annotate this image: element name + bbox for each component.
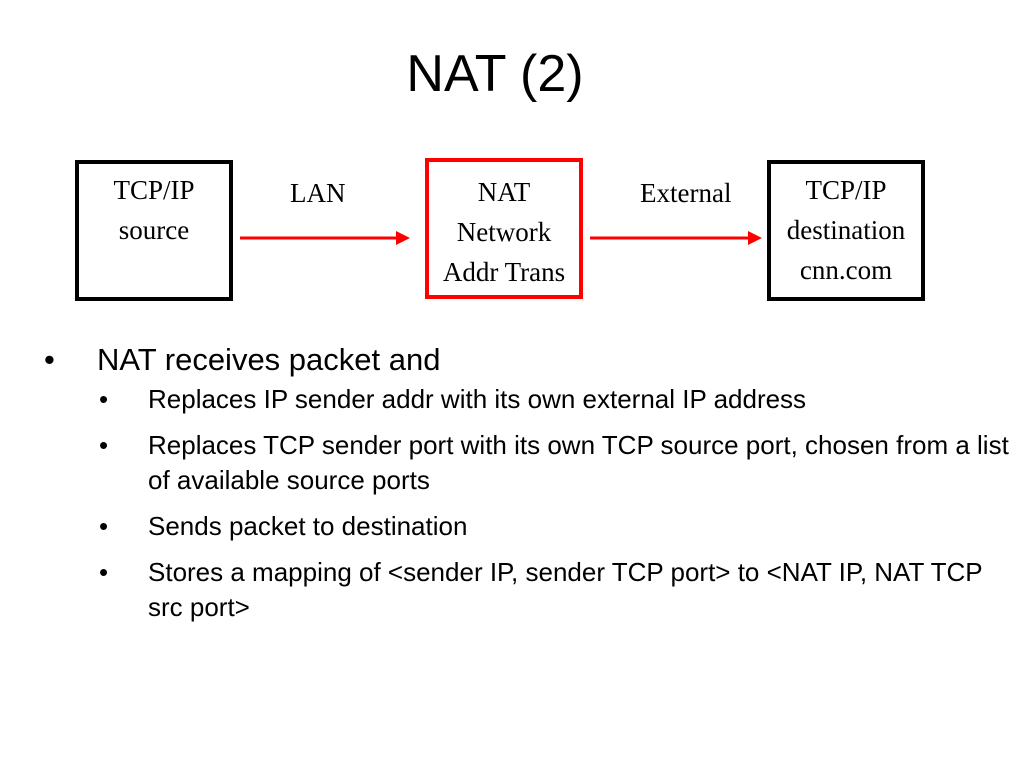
sub-bullet-text: Sends packet to destination: [148, 511, 468, 541]
sub-bullet-text: Stores a mapping of <sender IP, sender T…: [148, 557, 983, 622]
tcpip-source-box: TCP/IP source: [75, 160, 233, 301]
sub-bullet-marker: •: [99, 511, 109, 541]
dest-box-line3: cnn.com: [799, 255, 893, 285]
nat-box-line1: NAT: [477, 177, 531, 207]
main-bullet-text: NAT receives packet and: [97, 342, 441, 377]
bullet-marker: •: [44, 342, 55, 377]
sub-bullet-marker: •: [99, 557, 109, 587]
lan-arrow: [240, 231, 410, 245]
nat-box-line2: Network: [456, 217, 552, 247]
sub-bullet-item: • Sends packet to destination: [0, 509, 1024, 544]
source-box-line2: source: [118, 215, 190, 245]
slide-title: NAT (2): [406, 45, 584, 103]
sub-bullet-item: • Stores a mapping of <sender IP, sender…: [0, 555, 1024, 625]
sub-bullet-marker: •: [99, 384, 109, 414]
main-bullet-item: • NAT receives packet and: [0, 340, 1024, 380]
sub-bullet-item: • Replaces TCP sender port with its own …: [0, 428, 1024, 498]
external-arrow: [590, 231, 762, 245]
bullet-list: • NAT receives packet and • Replaces IP …: [0, 340, 1024, 636]
sub-bullet-text: Replaces IP sender addr with its own ext…: [148, 384, 807, 414]
source-box-line1: TCP/IP: [113, 175, 195, 205]
nat-box-line3: Addr Trans: [442, 257, 566, 287]
tcpip-destination-box: TCP/IP destination cnn.com: [767, 160, 925, 301]
external-arrow-head: [748, 231, 762, 245]
external-label: External: [640, 178, 732, 208]
nat-box: NAT Network Addr Trans: [425, 158, 583, 299]
sub-bullet-item: • Replaces IP sender addr with its own e…: [0, 382, 1024, 417]
sub-bullet-marker: •: [99, 430, 109, 460]
sub-bullet-text: Replaces TCP sender port with its own TC…: [148, 430, 1009, 495]
lan-arrow-head: [396, 231, 410, 245]
dest-box-line2: destination: [786, 215, 906, 245]
lan-label: LAN: [290, 178, 346, 208]
dest-box-line1: TCP/IP: [805, 175, 887, 205]
